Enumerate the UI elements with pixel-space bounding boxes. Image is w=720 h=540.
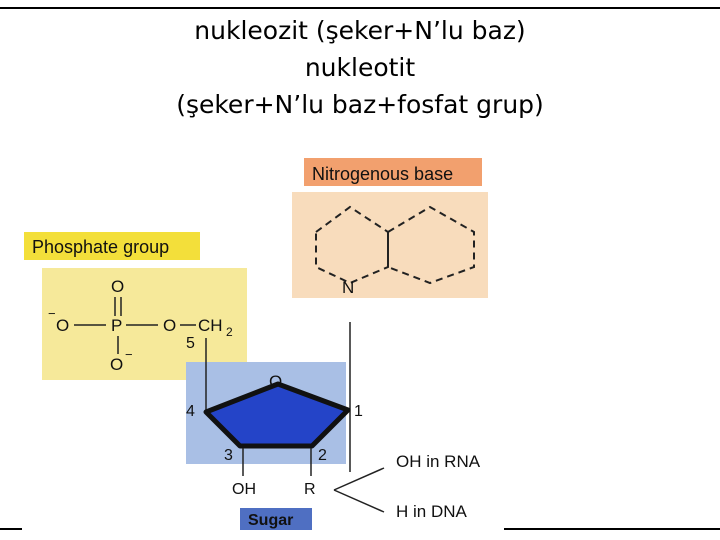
slide-title: nukleozit (şeker+N’lu baz) nukleotit (şe… [0, 12, 720, 123]
phosphate-ch2-subscript: 2 [226, 325, 233, 339]
dna-branch-line [333, 489, 385, 513]
ring-nitrogen: N [342, 278, 354, 297]
base-rings [315, 205, 475, 285]
phosphate-structure: O − O P O CH 2 O − [48, 277, 233, 374]
bottom-rule-left [0, 528, 22, 530]
nitrogenous-base-background [292, 192, 488, 298]
phosphate-o-bottom: O [110, 355, 123, 374]
carbon-1-label: 1 [354, 403, 363, 420]
sugar-ring [203, 381, 351, 449]
phosphate-ch2: CH [198, 316, 223, 335]
oh-group: OH [232, 481, 256, 498]
phosphate-group-background [42, 268, 247, 380]
sugar-label: Sugar [248, 512, 293, 529]
phosphate-minus-left: − [48, 306, 56, 321]
title-line-2: nukleotit [304, 53, 416, 82]
phosphate-o-right: O [163, 316, 176, 335]
nitrogenous-base-label: Nitrogenous base [312, 164, 453, 184]
carbon-4-label: 4 [186, 403, 195, 420]
ring-oxygen: O [269, 372, 282, 391]
rna-branch-line [333, 467, 385, 491]
h-in-dna-label: H in DNA [396, 502, 468, 521]
carbon-2-label: 2 [318, 447, 327, 464]
carbon-5-label: 5 [186, 335, 195, 352]
r-group: R [304, 481, 316, 498]
phosphate-minus-bottom: − [125, 347, 133, 362]
top-rule [0, 7, 720, 9]
nitrogenous-base-tag [304, 158, 482, 186]
carbon-3-label: 3 [224, 447, 233, 464]
phosphate-o-left: O [56, 316, 69, 335]
sugar-tag [240, 508, 312, 530]
phosphate-group-label: Phosphate group [32, 237, 169, 257]
oh-in-rna-label: OH in RNA [396, 452, 481, 471]
phosphate-p: P [111, 316, 122, 335]
title-line-1: nukleozit (şeker+N’lu baz) [194, 16, 526, 45]
phosphate-group-tag [24, 232, 200, 260]
phosphate-o-top: O [111, 277, 124, 296]
title-line-3: (şeker+N’lu baz+fosfat grup) [176, 90, 544, 119]
bottom-rule-right [504, 528, 720, 530]
